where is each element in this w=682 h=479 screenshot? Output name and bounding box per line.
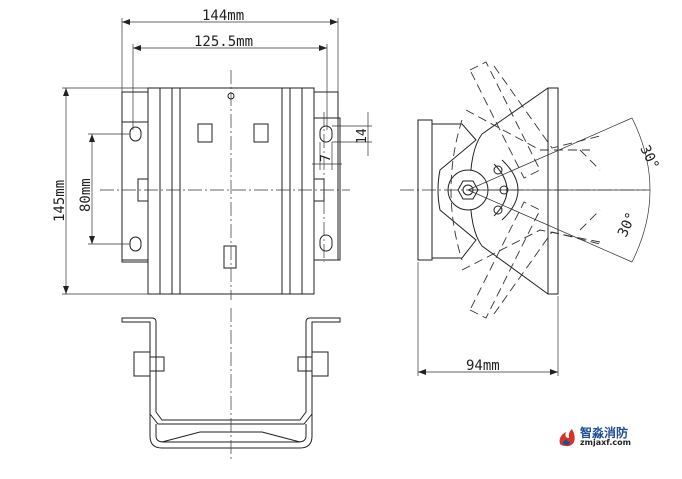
watermark-logo: 智淼消防 zmjaxf.com [556,424,642,450]
slot-left-top [129,126,142,142]
right-ear [313,117,341,261]
angle-down-label: 30° [615,210,640,240]
front-view: 144mm 125.5mm 145mm 80mm 14 7 [52,8,372,300]
watermark-site: zmjaxf.com [580,438,631,447]
dim-side-depth: 94mm [466,358,500,374]
dim-width-inner: 125.5mm [194,34,253,50]
side-view: 30° 30° 94mm [400,61,662,376]
angle-up-label: 30° [636,143,661,173]
top-bolt-left [133,351,151,377]
dim-slot-width: 7 [319,154,334,162]
flame-logo-icon [559,429,575,447]
window-bottom [223,245,237,269]
left-ear [121,121,149,263]
dim-height-total: 145mm [52,180,68,222]
slot-right-top [319,125,333,143]
watermark-name: 智淼消防 [580,426,629,440]
slot-right-bottom [319,234,333,252]
window-right [253,123,269,143]
window-left [197,123,213,143]
dim-slot-length: 14 [355,128,370,144]
top-bolt-right [311,351,329,377]
top-view [121,308,341,462]
dim-slot-spacing: 80mm [78,178,94,212]
slot-left-bottom [129,236,142,252]
dim-width-total: 144mm [202,8,244,24]
